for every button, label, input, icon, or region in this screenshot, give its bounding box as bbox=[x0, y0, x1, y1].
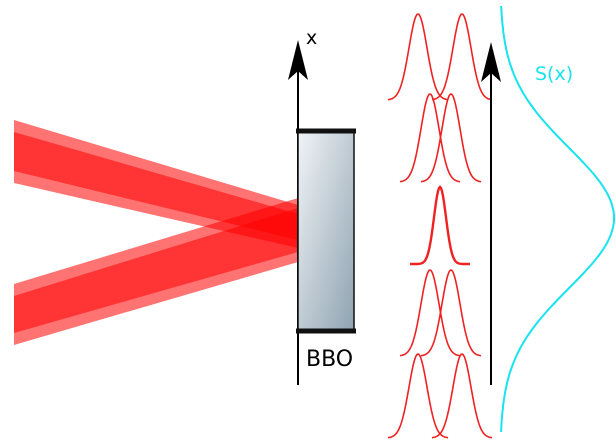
propagation-axis bbox=[481, 42, 501, 385]
pulse-3-1 bbox=[410, 185, 470, 266]
crystal-label: BBO bbox=[306, 347, 353, 372]
pulse-5-1 bbox=[387, 353, 449, 439]
pulse-1-2 bbox=[431, 13, 493, 101]
pulse-5-2 bbox=[431, 353, 493, 439]
arrow-up-icon bbox=[288, 40, 308, 80]
laser-beam-upper bbox=[14, 120, 298, 248]
pulse-4-1 bbox=[399, 269, 461, 357]
pulse-2-2 bbox=[420, 93, 482, 183]
arrow-up-icon bbox=[481, 42, 501, 82]
pulse-4-2 bbox=[420, 269, 482, 357]
axis-label: x bbox=[306, 27, 317, 49]
bbo-crystal bbox=[296, 128, 356, 334]
spectrum-curve bbox=[500, 5, 615, 433]
pulse-2-1 bbox=[399, 93, 461, 183]
spectrum-label: S(x) bbox=[535, 63, 573, 85]
pulse-stack bbox=[387, 13, 493, 439]
laser-beam-lower bbox=[14, 198, 298, 345]
pulse-1-1 bbox=[387, 13, 449, 101]
